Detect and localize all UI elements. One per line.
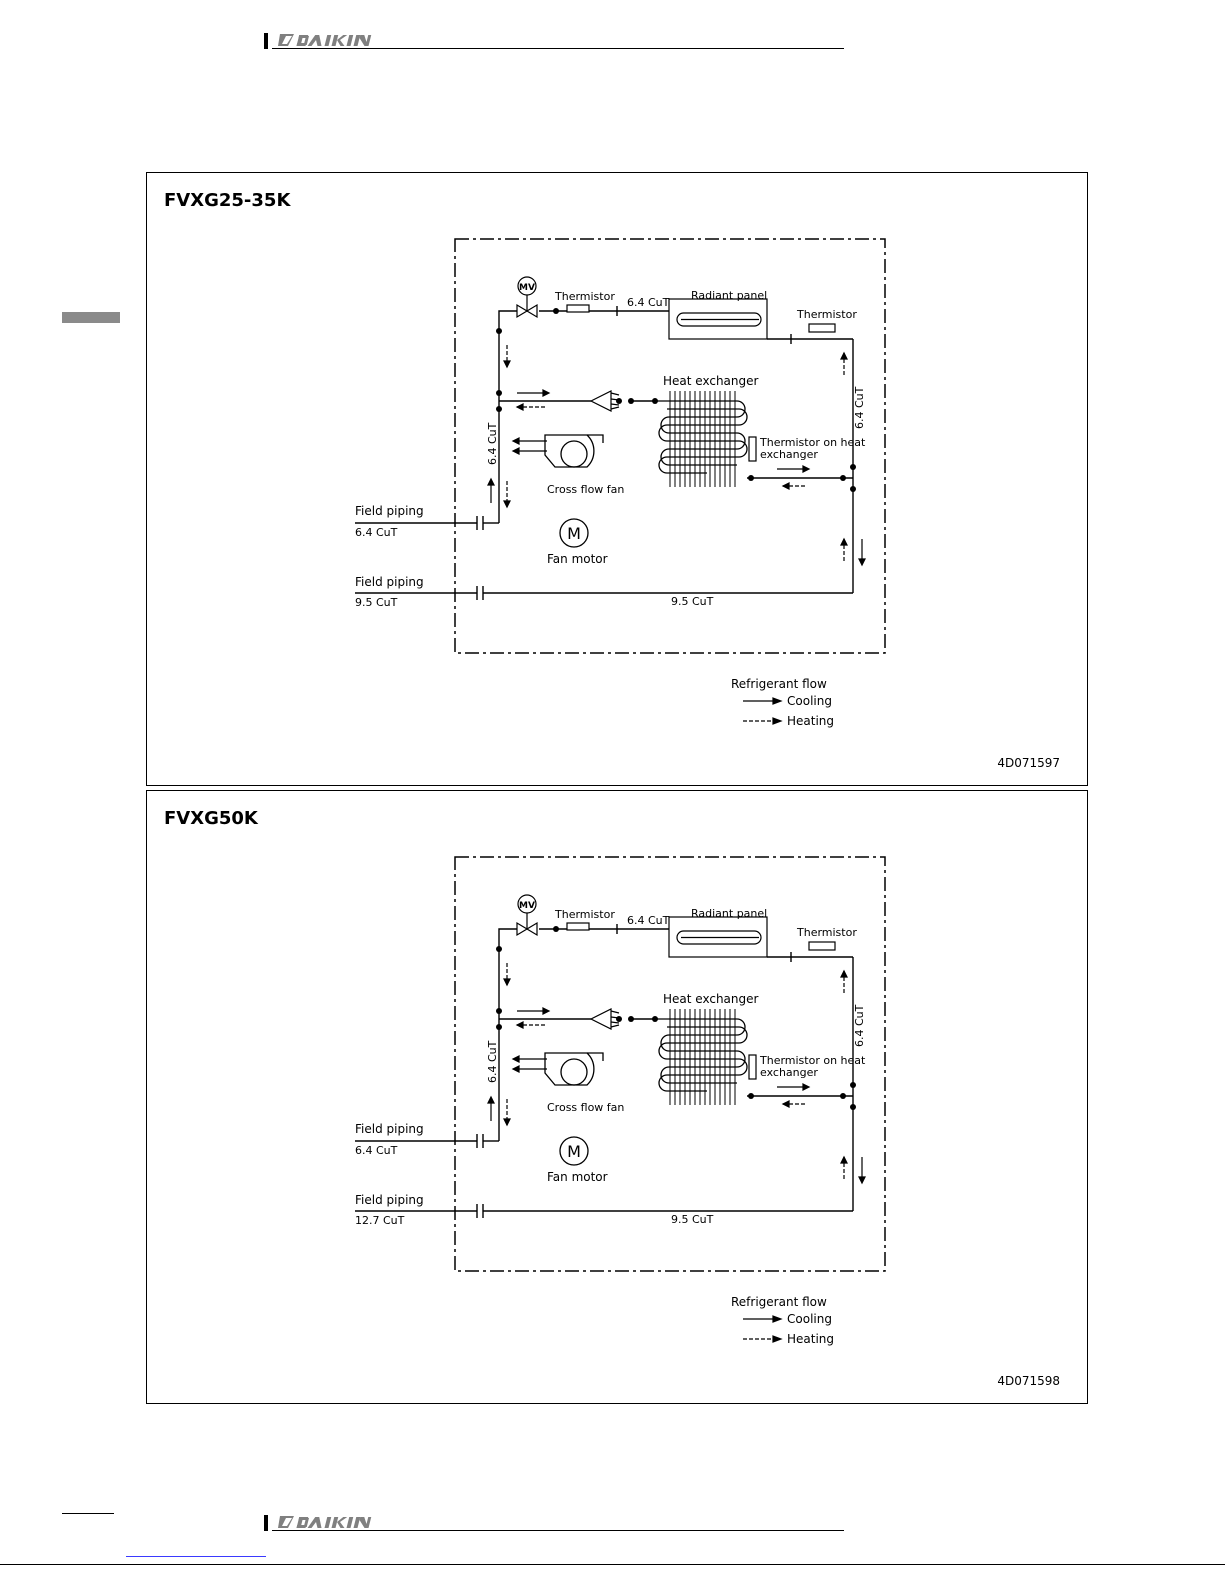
drawing-code: 4D071597: [997, 756, 1060, 770]
drawing-code: 4D071598: [997, 1374, 1060, 1388]
heating-flow-arrows: [503, 345, 848, 563]
footer-logo-bar: [264, 1515, 268, 1531]
thermistor-hx-icon: [748, 1054, 757, 1080]
legend-cooling: Cooling: [787, 1312, 832, 1326]
fan-motor-symbol: M: [567, 524, 581, 543]
pipe-bottom-size: 9.5 CuT: [671, 1213, 714, 1226]
pipe-bottom-size: 9.5 CuT: [671, 595, 714, 608]
thermistor-hx-label-2: exchanger: [760, 1066, 818, 1079]
heat-exchanger-icon: [655, 391, 748, 487]
field-piping-2-size: 12.7 CuT: [355, 1214, 405, 1227]
pipe-junctions: [496, 308, 856, 492]
heat-exchanger-label: Heat exchanger: [663, 992, 759, 1006]
diagram-panel-fvxg25-35k: FVXG25-35K: [146, 172, 1088, 786]
radiant-panel-label: Radiant panel: [691, 289, 767, 302]
field-piping-2-label: Field piping: [355, 575, 424, 589]
cross-flow-fan-label: Cross flow fan: [547, 1101, 624, 1114]
thermistor-hx-label-1: Thermistor on heat: [759, 436, 866, 449]
distributor-icon: [589, 390, 620, 412]
unit-boundary: [454, 238, 886, 654]
legend-heating-arrow: [743, 717, 783, 725]
legend-heating: Heating: [787, 714, 834, 728]
pipe-left-size: 6.4 CuT: [486, 422, 499, 465]
thermistor-hx-label-2: exchanger: [760, 448, 818, 461]
field-piping-2-label: Field piping: [355, 1193, 424, 1207]
legend-cooling-arrow: [743, 697, 783, 705]
legend-heating: Heating: [787, 1332, 834, 1346]
field-piping-1-size: 6.4 CuT: [355, 1144, 398, 1157]
heat-exchanger-icon: [655, 1009, 748, 1105]
fan-motor-symbol: M: [567, 1142, 581, 1161]
field-piping-1-size: 6.4 CuT: [355, 526, 398, 539]
header-daikin-logo: [264, 31, 844, 49]
field-piping-2-size: 9.5 CuT: [355, 596, 398, 609]
field-piping-1-label: Field piping: [355, 1122, 424, 1136]
footer-link-underline[interactable]: [126, 1556, 266, 1557]
pipe-right-size: 6.4 CuT: [853, 1004, 866, 1047]
heat-exchanger-label: Heat exchanger: [663, 374, 759, 388]
cross-flow-fan-icon: [544, 1052, 604, 1086]
distributor-icon: [589, 1008, 620, 1030]
pipe-left-size: 6.4 CuT: [486, 1040, 499, 1083]
cooling-flow-arrows: [487, 389, 866, 567]
legend-heating-arrow: [743, 1335, 783, 1343]
thermistor-top-label: Thermistor: [554, 908, 615, 921]
motor-valve-icon: [516, 894, 538, 937]
pipe-top-size: 6.4 CuT: [627, 296, 670, 309]
motor-valve-label: MV: [519, 283, 535, 293]
header-rule: [272, 48, 844, 49]
pipe-top-size: 6.4 CuT: [627, 914, 670, 927]
legend-title: Refrigerant flow: [731, 1295, 827, 1309]
fan-motor-icon: [559, 518, 589, 548]
radiant-panel-icon: [668, 916, 768, 958]
cross-flow-fan-label: Cross flow fan: [547, 483, 624, 496]
footer-left-rule: [62, 1513, 114, 1514]
field-piping-1-label: Field piping: [355, 504, 424, 518]
diagram-panel-fvxg50k: FVXG50K: [146, 790, 1088, 1404]
header-logo-bar: [264, 33, 268, 49]
thermistor-hx-icon: [748, 436, 757, 462]
fan-motor-icon: [559, 1136, 589, 1166]
cooling-flow-arrows: [487, 1007, 866, 1185]
thermistor-hx-label-1: Thermistor on heat: [759, 1054, 866, 1067]
motor-valve-label: MV: [519, 901, 535, 911]
thermistor-right-label: Thermistor: [796, 926, 857, 939]
daikin-logo-icon: [278, 34, 372, 46]
fan-motor-label: Fan motor: [547, 552, 608, 566]
section-tab-marker: [62, 312, 120, 323]
thermistor-top-icon: [566, 304, 590, 313]
legend-cooling-arrow: [743, 1315, 783, 1323]
footer-daikin-logo: [264, 1513, 844, 1531]
panel-title: FVXG25-35K: [164, 190, 291, 211]
piping-diagram: MV Thermistor 6.4 CuT Radiant panel Ther…: [355, 856, 886, 1346]
footer-rule: [272, 1530, 844, 1531]
fan-motor-label: Fan motor: [547, 1170, 608, 1184]
thermistor-top-label: Thermistor: [554, 290, 615, 303]
page-bottom-rule: [0, 1564, 1225, 1565]
pipe-right-size: 6.4 CuT: [853, 386, 866, 429]
cross-flow-fan-icon: [544, 434, 604, 468]
motor-valve-icon: [516, 276, 538, 319]
thermistor-top-icon: [566, 922, 590, 931]
thermistor-right-label: Thermistor: [796, 308, 857, 321]
heating-flow-arrows: [503, 963, 848, 1181]
legend-title: Refrigerant flow: [731, 677, 827, 691]
panel-title: FVXG50K: [164, 808, 258, 829]
radiant-panel-icon: [668, 298, 768, 340]
unit-boundary: [454, 856, 886, 1272]
thermistor-right-icon: [808, 941, 836, 951]
legend-cooling: Cooling: [787, 694, 832, 708]
radiant-panel-label: Radiant panel: [691, 907, 767, 920]
daikin-logo-icon: [278, 1516, 372, 1528]
piping-diagram: MV Thermistor 6.4 CuT Radiant panel Ther…: [355, 238, 886, 728]
thermistor-right-icon: [808, 323, 836, 333]
